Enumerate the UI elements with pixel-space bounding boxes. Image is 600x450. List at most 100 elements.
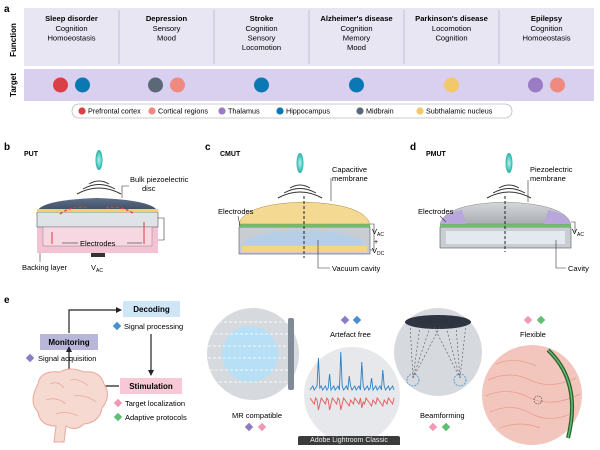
flexible-pink-diamond-icon xyxy=(523,315,533,325)
signal-processing-label: Signal processing xyxy=(124,322,183,331)
disease-name: Depression xyxy=(146,14,188,23)
legend-label: Hippocampus xyxy=(286,107,330,116)
flexible-label: Flexible xyxy=(520,330,546,339)
disease-function: Cognition xyxy=(340,24,372,33)
vac-label-d: VAC xyxy=(572,227,584,238)
beamforming-label: Beamforming xyxy=(420,411,465,420)
decoding-box xyxy=(123,301,180,317)
beam-focus-right xyxy=(453,373,467,387)
cavity-leader-d xyxy=(555,240,566,269)
membrane-label-c1: Capacitive xyxy=(332,165,367,174)
disease-function: Homoeostasis xyxy=(47,34,95,43)
pmut-electrode-left xyxy=(440,210,466,224)
vdc-label-c: VDC xyxy=(372,246,385,257)
ultrasound-focus-icon-d xyxy=(505,153,513,173)
disease-function: Locomotion xyxy=(432,24,471,33)
signal-acquisition-label: Signal acquisition xyxy=(38,354,96,363)
disease-function: Mood xyxy=(157,34,176,43)
bulk-piezoelectric-disc xyxy=(37,198,158,212)
artefact-free-circle xyxy=(304,347,400,443)
disc-label-line2: disc xyxy=(142,184,156,193)
beam-focus-left xyxy=(406,373,420,387)
membrane-label-c2: membrane xyxy=(332,174,368,183)
acoustic-wave-icon xyxy=(76,180,122,195)
artefact-blue-diamond-icon xyxy=(352,315,362,325)
artefact-free-label: Artefact free xyxy=(330,330,371,339)
disc-label-line1: Bulk piezoelectric xyxy=(130,175,189,184)
acoustic-wave-icon-d xyxy=(486,184,532,199)
legend-swatch xyxy=(276,107,284,115)
disease-function: Cognition xyxy=(245,24,277,33)
decoding-label: Decoding xyxy=(133,305,170,314)
mr-field-lines xyxy=(208,321,290,383)
vac-wire-c xyxy=(370,223,375,251)
legend-swatch xyxy=(218,107,226,115)
legend-swatch xyxy=(416,107,424,115)
vac-wire-b xyxy=(158,217,165,241)
cavity-leader-c xyxy=(317,240,330,269)
panel-d-label: d xyxy=(410,142,416,153)
disease-function: Homoeostasis xyxy=(522,34,570,43)
function-row-label: Function xyxy=(9,23,18,57)
beam-lines xyxy=(409,323,467,379)
adaptive-protocols-diamond-icon xyxy=(113,412,123,422)
disease-function: Cognition xyxy=(55,24,87,33)
pmut-electrode-right xyxy=(544,210,571,224)
stimulation-box xyxy=(120,378,182,394)
connector xyxy=(91,253,105,257)
electrodes-leader-d xyxy=(439,215,447,223)
vac-wire-d xyxy=(571,221,576,232)
legend-label: Thalamus xyxy=(228,107,260,116)
ultrasound-focus-icon xyxy=(95,150,103,170)
target-dot xyxy=(75,77,90,93)
stimulation-label: Stimulation xyxy=(129,382,173,391)
legend-label: Cortical regions xyxy=(158,107,208,116)
target-dot xyxy=(53,77,68,93)
monitoring-label: Monitoring xyxy=(48,338,89,347)
disease-function: Mood xyxy=(347,43,366,52)
beam-green-diamond-icon xyxy=(441,422,451,432)
acoustic-wave-icon-c xyxy=(277,184,323,199)
panel-d-title: PMUT xyxy=(426,151,447,158)
target-localization-diamond-icon xyxy=(113,398,123,408)
backing-layer-label: Backing layer xyxy=(22,263,68,272)
monitoring-box xyxy=(40,334,98,350)
target-dot xyxy=(148,77,163,93)
beamforming-array xyxy=(405,315,471,329)
backing-inner xyxy=(42,226,153,247)
target-dot xyxy=(444,77,459,93)
panel-e-label: e xyxy=(4,295,10,306)
disease-function: Locomotion xyxy=(242,43,281,52)
artefact-purple-diamond-icon xyxy=(340,315,350,325)
legend-swatch xyxy=(78,107,86,115)
piezo-frame xyxy=(36,211,159,228)
plus-label-c: + xyxy=(374,239,378,246)
adaptive-protocols-label: Adaptive protocols xyxy=(125,413,187,422)
signal-processing-diamond-icon xyxy=(112,321,122,331)
panel-b-title: PUT xyxy=(24,151,39,158)
piezo-electrode-strip xyxy=(37,209,158,212)
signal-trace xyxy=(309,351,395,411)
legend-swatch xyxy=(148,107,156,115)
electrodes-label-c: Electrodes xyxy=(218,207,254,216)
target-dot xyxy=(528,77,543,93)
membrane-label-d2: membrane xyxy=(530,174,566,183)
loop-arrowheads xyxy=(66,307,154,376)
tissue-texture xyxy=(485,360,581,429)
target-row-label: Target xyxy=(9,73,18,97)
mr-purple-diamond-icon xyxy=(244,422,254,432)
cavity-label-d: Cavity xyxy=(568,264,589,273)
mr-pink-diamond-icon xyxy=(257,422,267,432)
disease-name: Sleep disorder xyxy=(45,14,98,23)
vac-label-b: VAC xyxy=(91,263,103,274)
mr-compatible-label: MR compatible xyxy=(232,411,282,420)
vibration-arrow-right xyxy=(105,206,135,215)
legend-label: Prefrontal cortex xyxy=(88,107,141,116)
disease-name: Epilepsy xyxy=(531,14,563,23)
target-localization-label: Target localization xyxy=(125,399,185,408)
target-dot xyxy=(170,77,185,93)
legend-label: Subthalamic nucleus xyxy=(426,107,493,116)
brain-icon xyxy=(32,368,108,443)
brain-folds xyxy=(45,379,97,417)
vibration-arrow-left xyxy=(59,206,89,215)
